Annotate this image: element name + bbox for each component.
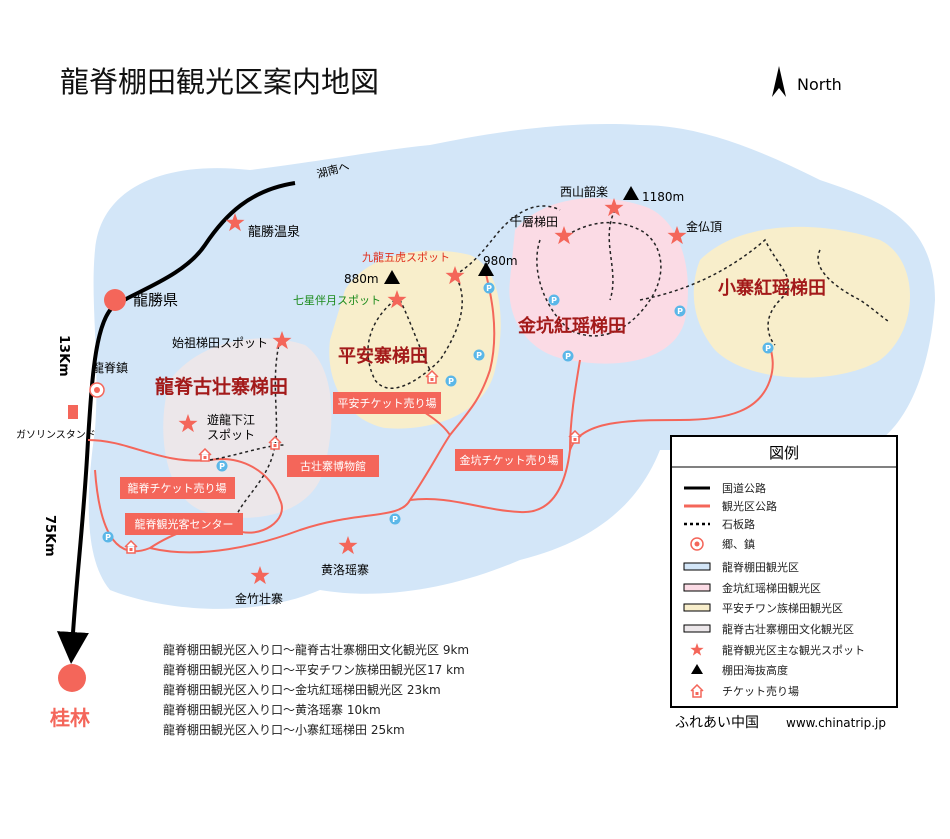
svg-text:金坑紅瑶梯田観光区: 金坑紅瑶梯田観光区 (722, 581, 821, 595)
north-label: North (797, 75, 842, 94)
svg-text:平安チワン族梯田観光区: 平安チワン族梯田観光区 (722, 601, 843, 615)
gas-station-icon (68, 405, 78, 419)
peak-icon (691, 664, 703, 674)
svg-text:龍脊古壮寨棚田文化観光区: 龍脊古壮寨棚田文化観光区 (722, 622, 854, 636)
label-75km: 75Km (42, 515, 57, 557)
label-longji-town: 龍脊鎮 (92, 360, 128, 375)
swatch-pink (683, 583, 711, 592)
ticket-labels: 龍脊チケット売り場 龍脊観光客センター 古壮寨博物館 平安チケット売り場 金坑チ… (120, 392, 563, 535)
svg-text:郷、鎮: 郷、鎮 (722, 537, 755, 551)
svg-text:龍脊棚田観光区: 龍脊棚田観光区 (722, 560, 799, 574)
north-arrow: North (772, 66, 842, 97)
label-pingan: 平安寨梯田 (338, 345, 428, 367)
label-youlong-2: スポット (207, 428, 255, 442)
guilin-marker (58, 664, 86, 692)
svg-text:棚田海抜高度: 棚田海抜高度 (722, 663, 788, 677)
distance-item: 龍脊棚田観光区入り口～平安チワン族梯田観光区17 km (163, 662, 465, 677)
label-alt-880: 880m (344, 272, 379, 286)
label-shizu: 始祖梯田スポット (172, 335, 268, 350)
label-museum: 古壮寨博物館 (300, 459, 366, 473)
swatch-yellow (683, 603, 711, 612)
svg-text:観光区公路: 観光区公路 (722, 499, 777, 513)
label-onsen: 龍勝温泉 (248, 224, 300, 240)
region-pingan (329, 250, 501, 429)
label-jiulong: 九龍五虎スポット (362, 250, 450, 264)
swatch-blue (683, 562, 711, 571)
label-xiaozhai: 小寨紅瑶梯田 (718, 277, 826, 299)
stone-paths (209, 205, 891, 521)
label-jinkeng: 金坑紅瑶梯田 (517, 315, 626, 337)
label-longji-ancient: 龍脊古壮寨梯田 (155, 375, 288, 398)
region-xiaozhai (693, 226, 910, 378)
label-jinkeng-ticket: 金坑チケット売り場 (460, 453, 559, 467)
svg-text:国道公路: 国道公路 (722, 481, 766, 495)
label-alt-980: 980m (483, 254, 518, 268)
label-alt-1180: 1180m (642, 190, 684, 204)
credit-url: www.chinatrip.jp (786, 716, 886, 730)
peak-icon (478, 262, 494, 276)
page-title: 龍脊棚田観光区案内地図 (60, 65, 379, 99)
label-qianceng: 千層梯田 (510, 215, 558, 229)
distance-item: 龍脊棚田観光区入り口～金坑紅瑶梯田観光区 23km (163, 682, 441, 697)
distance-item: 龍脊棚田観光区入り口～黄洛瑶寨 10km (163, 702, 381, 717)
peak-icon (384, 270, 400, 284)
label-jinfo: 金仏頂 (686, 219, 722, 234)
label-pingan-ticket: 平安チケット売り場 (338, 396, 437, 410)
label-qixing: 七星伴月スポット (293, 294, 381, 307)
credit-name: ふれあい中国 (675, 715, 759, 731)
region-jinkeng (509, 198, 688, 364)
peak-icon (623, 186, 639, 200)
distance-item: 龍脊棚田観光区入り口～龍脊古壮寨棚田文化観光区 9km (163, 642, 469, 657)
place-labels: 湖南へ 龍勝温泉 龍勝県 桂林 龍脊鎮 ガソリンスタンド 13Km 75Km 始… (16, 160, 826, 730)
svg-text:石板路: 石板路 (722, 517, 755, 531)
svg-text:龍脊観光区主な観光スポット: 龍脊観光区主な観光スポット (722, 643, 865, 657)
label-youlong: 遊龍下江 (207, 412, 255, 427)
swatch-gray (683, 624, 711, 633)
label-county: 龍勝県 (133, 291, 178, 309)
label-jinzhu: 金竹壮寨 (235, 591, 283, 606)
label-visitor-center: 龍脊観光客センター (135, 517, 234, 531)
county-marker (104, 289, 126, 311)
legend: 図例 国道公路 観光区公路 石板路 郷、鎮 龍脊棚田観光区 金坑紅瑶梯田観光区 … (670, 435, 898, 708)
town-icon (690, 537, 704, 551)
distance-item: 龍脊棚田観光区入り口～小寨紅瑶梯田 25km (163, 722, 405, 737)
label-longji-ticket: 龍脊チケット売り場 (128, 481, 227, 495)
label-gas: ガソリンスタンド (16, 429, 96, 441)
national-road (56, 181, 296, 664)
label-guilin: 桂林 (49, 706, 90, 730)
label-13km: 13Km (56, 335, 71, 377)
svg-text:チケット売り場: チケット売り場 (722, 685, 799, 698)
legend-title: 図例 (769, 444, 799, 462)
north-arrow-icon (772, 66, 786, 97)
label-xishan: 西山韶楽 (560, 184, 608, 199)
distance-list: 龍脊棚田観光区入り口～龍脊古壮寨棚田文化観光区 9km 龍脊棚田観光区入り口～平… (163, 642, 469, 737)
label-huangluo: 黄洛瑶寨 (321, 562, 369, 577)
